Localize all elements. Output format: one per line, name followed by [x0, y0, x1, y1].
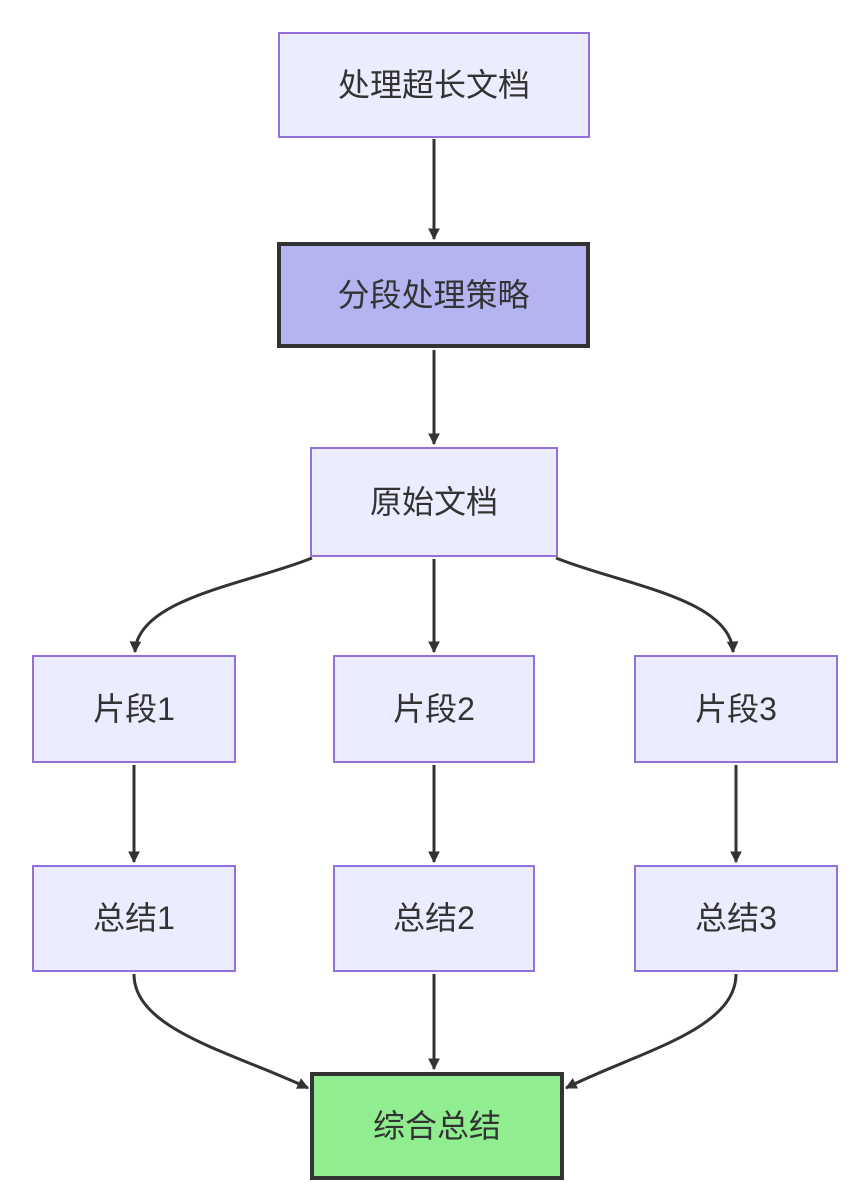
- node-final-summary: 综合总结: [310, 1072, 564, 1180]
- edge-doc-frag3: [555, 556, 739, 654]
- node-strategy: 分段处理策略: [277, 242, 590, 348]
- edge-sum3-final: [564, 973, 738, 1090]
- node-summary-3: 总结3: [634, 865, 838, 972]
- edge-sum1-final: [132, 973, 310, 1090]
- node-start: 处理超长文档: [278, 32, 590, 138]
- node-fragment-3: 片段3: [634, 655, 838, 763]
- node-summary-2: 总结2: [333, 865, 535, 972]
- edge-doc-frag1: [129, 556, 313, 654]
- node-summary-1: 总结1: [32, 865, 236, 972]
- node-fragment-1: 片段1: [32, 655, 236, 763]
- node-fragment-2: 片段2: [333, 655, 535, 763]
- node-original-document: 原始文档: [310, 447, 558, 557]
